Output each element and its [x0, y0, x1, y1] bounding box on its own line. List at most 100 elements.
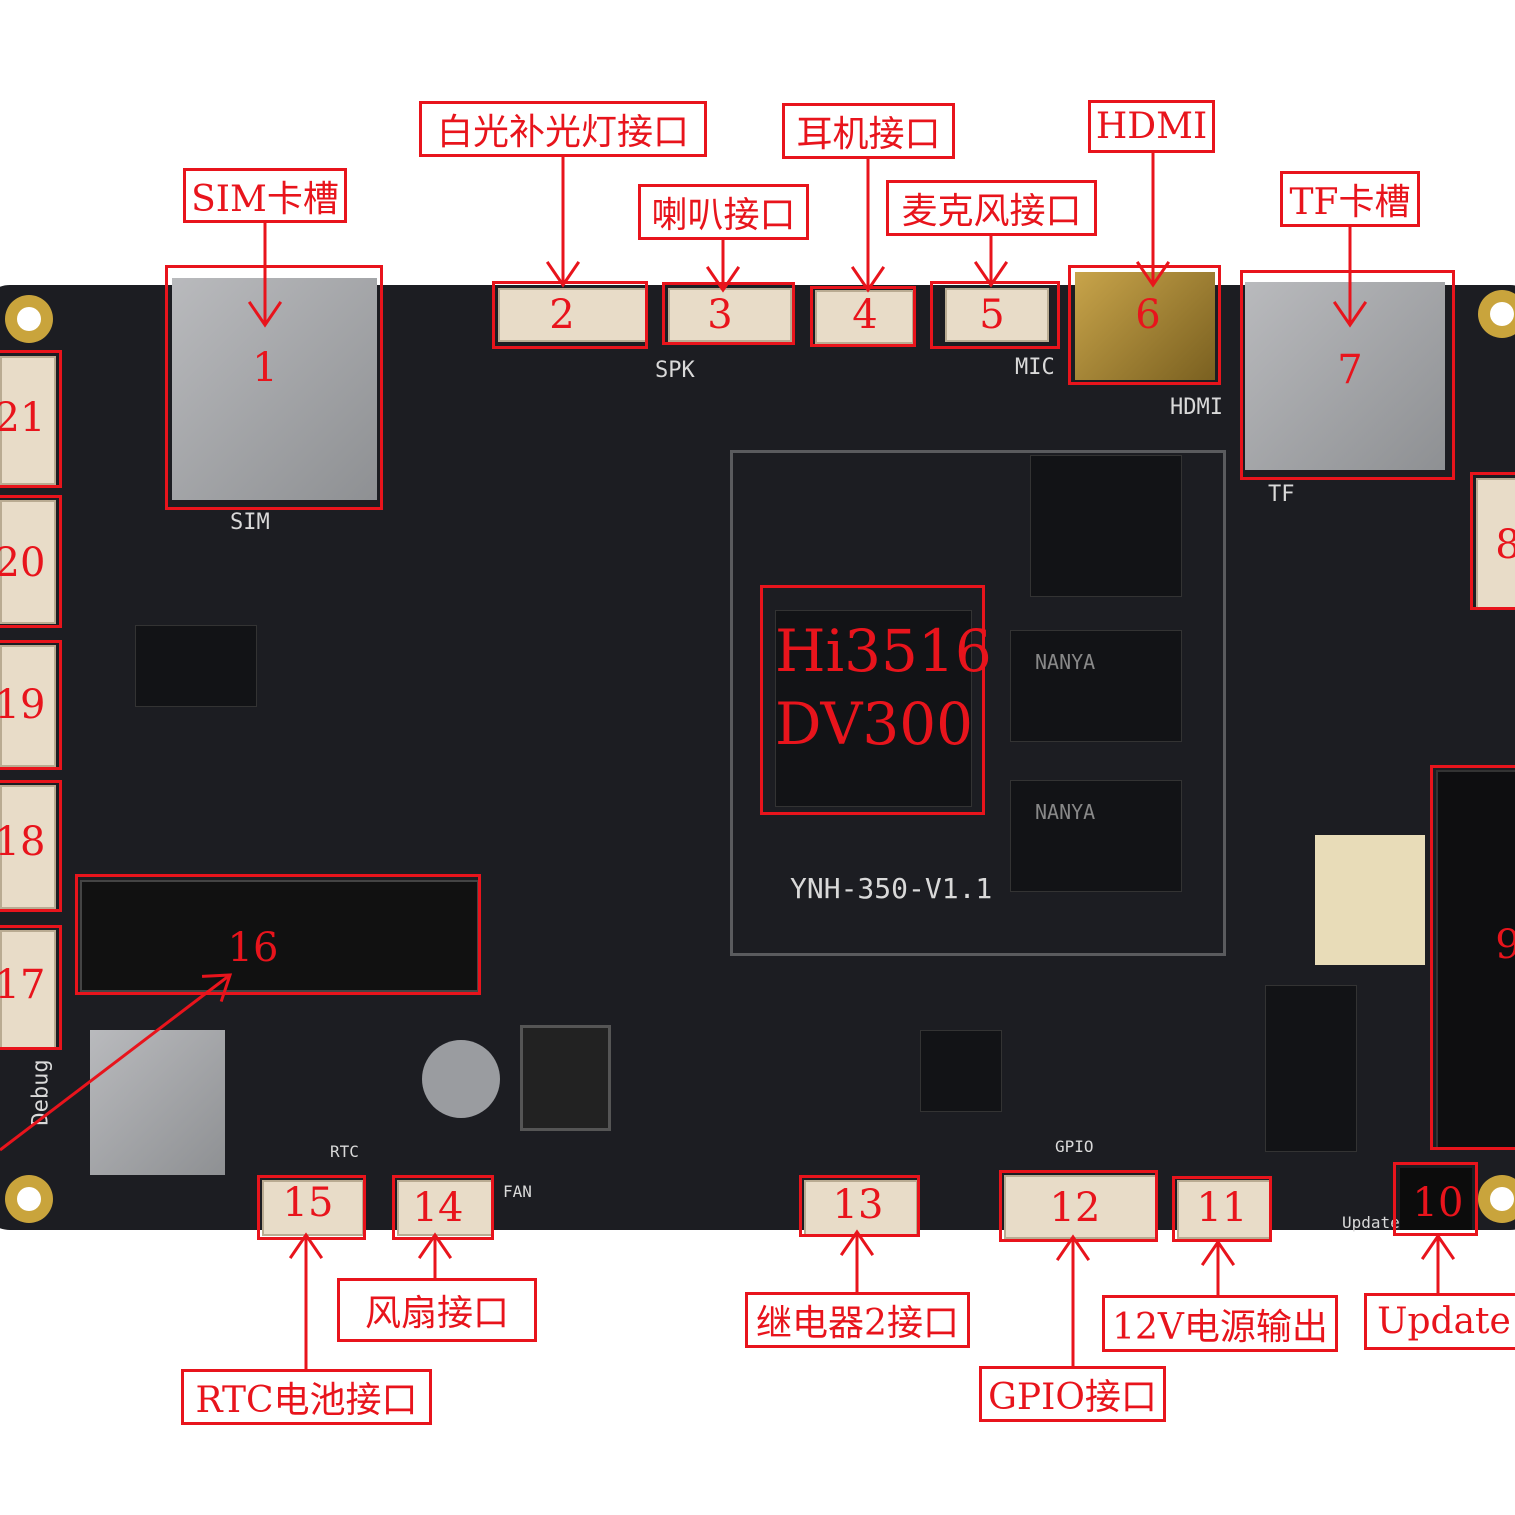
- silk-text: NANYA: [1035, 800, 1096, 824]
- soc-label-line1: Hi3516: [775, 617, 992, 685]
- callout-label-11: 12V电源输出: [1102, 1295, 1338, 1352]
- callout-box-2: [492, 281, 648, 349]
- arrow-head-icon: [973, 261, 1009, 288]
- callout-box-11: [1172, 1176, 1272, 1242]
- hdmi-port: [1075, 272, 1215, 380]
- callout-number-2: 2: [549, 292, 575, 338]
- callout-number-1: 1: [252, 345, 278, 391]
- callout-label-2: 白光补光灯接口: [419, 101, 707, 157]
- connector: [0, 785, 56, 909]
- arrow-line: [0, 973, 231, 1152]
- soc-label-line2: DV300: [775, 689, 974, 758]
- callout-box-7: [1240, 270, 1455, 480]
- callout-box-17: [0, 925, 62, 1050]
- silk-text: SIM: [230, 510, 270, 535]
- arrow-head-icon: [1420, 1233, 1456, 1260]
- silk-text: TF: [1268, 482, 1295, 507]
- callout-number-21: 21: [0, 395, 46, 441]
- connector: [1177, 1180, 1271, 1239]
- connector: [1004, 1175, 1158, 1239]
- callout-box-13: [799, 1175, 920, 1237]
- callout-number-13: 13: [832, 1182, 884, 1228]
- soc-label: Hi3516 DV300: [775, 615, 992, 760]
- callout-label-6: HDMI: [1088, 100, 1215, 153]
- arrow-head-icon: [850, 266, 886, 293]
- callout-label-7: TF卡槽: [1280, 171, 1420, 227]
- callout-number-4: 4: [852, 292, 878, 338]
- callout-box-21: [0, 350, 62, 488]
- mounting-hole: [5, 1175, 53, 1223]
- arrow-head-icon: [247, 301, 283, 328]
- mounting-hole: [1478, 1175, 1515, 1223]
- connector: [945, 288, 1049, 342]
- callout-box-6: [1068, 265, 1221, 385]
- callout-label-14: 风扇接口: [337, 1278, 537, 1342]
- board-model: YNH-350-V1.1: [790, 872, 993, 905]
- mini-pcie-slot: [80, 880, 479, 992]
- callout-label-13: 继电器2接口: [745, 1292, 970, 1348]
- arrow-head-icon: [1332, 301, 1368, 328]
- callout-box-1: [165, 265, 383, 510]
- callout-number-19: 19: [0, 682, 46, 728]
- connector: [0, 645, 56, 767]
- callout-number-3: 3: [707, 292, 733, 338]
- callout-box-9: [1430, 765, 1515, 1150]
- callout-label-10: Update: [1364, 1293, 1515, 1350]
- callout-label-15: RTC电池接口: [181, 1369, 432, 1425]
- callout-box-12: [999, 1170, 1158, 1242]
- callout-number-6: 6: [1135, 292, 1161, 338]
- connector: [262, 1180, 364, 1236]
- callout-box-19: [0, 640, 62, 770]
- silk-text: RTC: [330, 1142, 359, 1161]
- callout-label-12: GPIO接口: [979, 1366, 1166, 1422]
- callout-box-15: [257, 1175, 366, 1240]
- callout-box-16: [75, 874, 481, 995]
- ic-chip: [920, 1030, 1002, 1112]
- callout-box-8: [1470, 472, 1515, 610]
- ddr-chip: [1010, 780, 1182, 892]
- wifi-module: [90, 1030, 225, 1175]
- callout-box-10: [1393, 1162, 1478, 1236]
- silk-text: MIC: [1015, 355, 1055, 380]
- callout-number-18: 18: [0, 819, 46, 865]
- arrow-head-icon: [1200, 1239, 1236, 1266]
- callout-label-5: 麦克风接口: [886, 180, 1097, 236]
- callout-number-5: 5: [979, 292, 1005, 338]
- callout-box-20: [0, 495, 62, 628]
- inductor: [520, 1025, 611, 1131]
- sim-card-slot: [172, 278, 377, 500]
- callout-box-4: [810, 286, 916, 347]
- update-button: [1400, 1168, 1472, 1230]
- silk-text: SPK: [655, 358, 695, 383]
- silk-text: GPIO: [1055, 1137, 1094, 1156]
- silk-text: HDMI: [1170, 395, 1223, 420]
- callout-number-15: 15: [282, 1180, 334, 1226]
- callout-number-11: 11: [1196, 1185, 1248, 1231]
- connector: [0, 500, 56, 624]
- pin-header: [1436, 770, 1515, 1149]
- connector: [1476, 478, 1515, 610]
- capacitor: [422, 1040, 500, 1118]
- arrow-head-icon: [417, 1232, 453, 1259]
- silk-text: FAN: [503, 1182, 532, 1201]
- callout-number-10: 10: [1412, 1180, 1464, 1226]
- callout-label-1: SIM卡槽: [183, 168, 347, 223]
- callout-box-14: [392, 1175, 494, 1240]
- ic-chip: [135, 625, 257, 707]
- callout-number-14: 14: [412, 1185, 464, 1231]
- silk-text: Update: [1342, 1213, 1400, 1232]
- soc-chip: [775, 610, 972, 807]
- tf-card-slot: [1245, 282, 1445, 470]
- silk-text: NANYA: [1035, 650, 1096, 674]
- arrow-head-icon: [705, 266, 741, 293]
- callout-number-12: 12: [1049, 1185, 1101, 1231]
- connector: [815, 290, 914, 344]
- connector: [0, 356, 56, 485]
- flash-chip: [1030, 455, 1182, 597]
- relay: [1315, 835, 1425, 965]
- arrow-head-icon: [545, 261, 581, 288]
- mounting-hole: [5, 295, 53, 343]
- callout-label-3: 喇叭接口: [638, 184, 809, 240]
- ddr-chip: [1010, 630, 1182, 742]
- connector: [668, 288, 792, 342]
